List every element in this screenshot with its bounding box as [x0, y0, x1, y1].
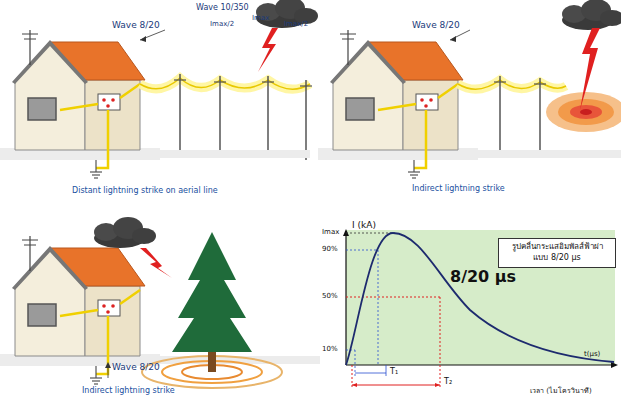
wave-label: Distant lightning strike on aerial line [72, 186, 218, 195]
panel-indirect-line [318, 0, 621, 178]
axis-label: 10% [322, 345, 338, 353]
axis-label: T₁ [390, 367, 398, 376]
wave-label: Imax/2 [210, 20, 234, 28]
waveform-chart [343, 229, 618, 388]
wave-label: Indirect lightning strike [82, 386, 175, 395]
waveform-name: 8/20 µs [450, 268, 516, 286]
title-box: รูปคลื่นกระแสอิมพัลส์ฟ้าผ่า แบบ 8/20 µs [498, 238, 616, 268]
panel-distant [0, 0, 318, 178]
wave-label: Wave 10/350 [196, 3, 249, 12]
box-text: รูปคลื่นกระแสอิมพัลส์ฟ้าผ่า แบบ 8/20 µs [505, 242, 609, 264]
wave-label: Imax [252, 14, 269, 22]
wave-label: Wave 8/20 [412, 20, 460, 30]
axis-label: t(µs) [584, 350, 600, 358]
axis-label: เวลา (ไมโครวินาที) [530, 387, 592, 395]
axis-label: I (kA) [352, 220, 376, 230]
wave-label: Wave 8/20 [112, 20, 160, 30]
wave-label: Indirect lightning strike [412, 184, 505, 193]
axis-label: 50% [322, 292, 338, 300]
axis-label: Imax [322, 228, 339, 236]
axis-label: T₂ [444, 377, 452, 386]
panel-indirect-ground [0, 217, 320, 388]
wave-label: Wave 8/20 [112, 362, 160, 372]
axis-label: 90% [322, 245, 338, 253]
wave-label: Imax/2 [284, 20, 308, 28]
